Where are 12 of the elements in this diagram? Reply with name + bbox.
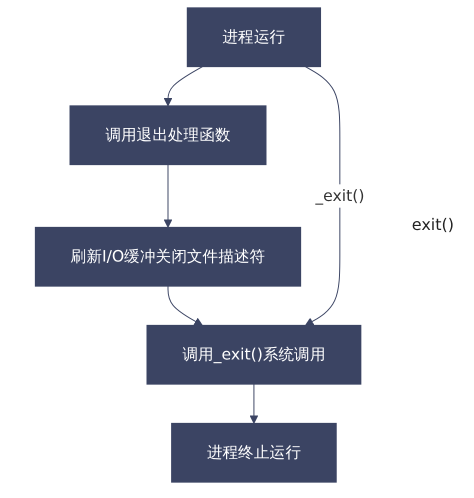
node-box: 调用_exit()系统调用 (146, 324, 362, 385)
node-box: 进程终止运行 (171, 422, 337, 483)
arrow (305, 66, 340, 326)
arrow (164, 164, 172, 228)
arrow (168, 286, 203, 326)
arrow (250, 384, 258, 424)
node-box: 进程运行 (186, 7, 322, 68)
node-box: 调用退出处理函数 (70, 105, 267, 166)
edge-label: _exit() (315, 186, 365, 205)
node-box: 刷新I/O缓冲关闭文件描述符 (34, 226, 302, 287)
arrow (164, 66, 203, 106)
note-text: exit() (412, 215, 454, 234)
